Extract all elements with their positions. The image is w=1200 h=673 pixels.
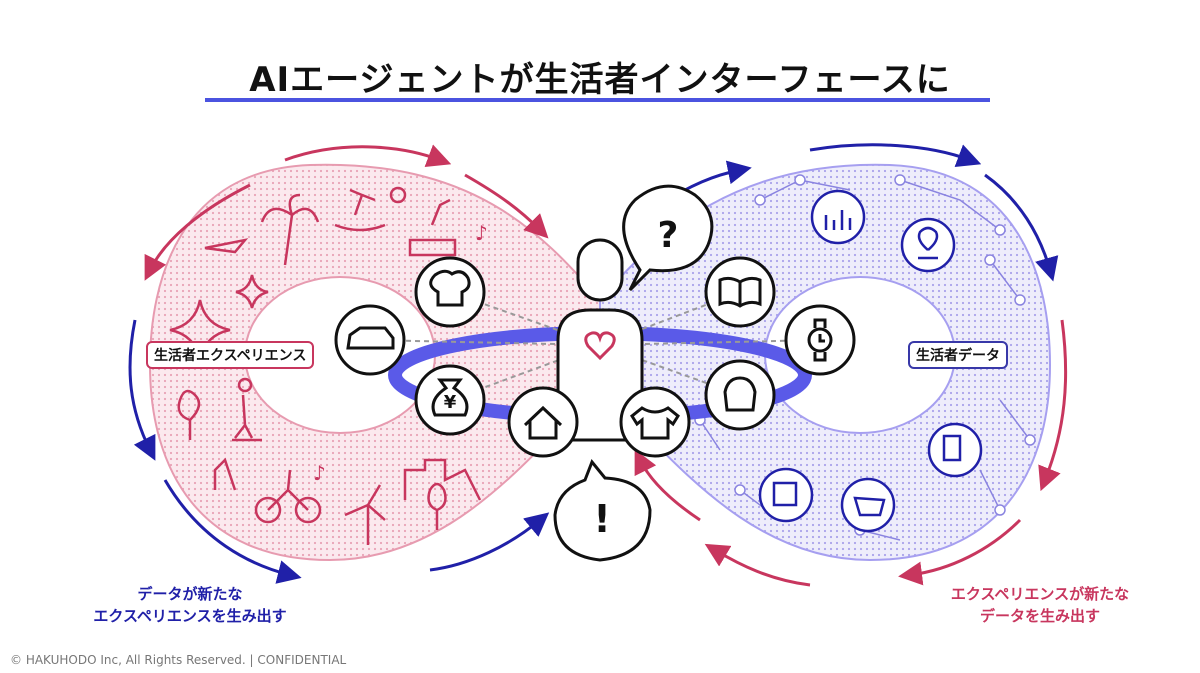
map-pin-icon: [900, 217, 956, 273]
t-shirt-icon: [619, 386, 691, 458]
tree-icon-2: [427, 482, 447, 530]
book-icon: [704, 256, 776, 328]
bag-icon: [704, 359, 776, 431]
interface-icons: [334, 256, 856, 458]
sun-icon: [389, 186, 407, 204]
left-caption: データが新たな エクスペリエンスを生み出す: [60, 583, 320, 627]
question-mark: ?: [658, 215, 679, 256]
left-caption-line-2: エクスペリエンスを生み出す: [93, 607, 287, 625]
right-caption-line-2: データを生み出す: [979, 607, 1100, 625]
right-caption-line-1: エクスペリエンスが新たな: [950, 585, 1130, 603]
music-note-icon-2: ♪: [313, 461, 326, 485]
copyright-footer: © HAKUHODO Inc, All Rights Reserved. | C…: [10, 653, 347, 667]
surfer-icon: [334, 188, 386, 232]
music-note-icon: ♪: [475, 221, 488, 245]
experience-label: 生活者エクスペリエンス: [146, 341, 315, 369]
data-label: 生活者データ: [908, 341, 1008, 369]
yen-symbol: ¥: [444, 392, 457, 413]
heart-icon: [584, 331, 616, 361]
dog-icon: [213, 457, 237, 491]
experience-doodles: ♪ ♪: [169, 186, 488, 545]
city-icon: [403, 458, 482, 501]
exclaim-bubble: [553, 459, 652, 562]
watch-icon: [784, 304, 856, 376]
shop-cart-icon: [927, 422, 983, 478]
tree-icon: [177, 389, 201, 440]
bicycle-icon: [254, 496, 282, 524]
walker-icon: [232, 394, 262, 442]
yen-bag-icon: [414, 364, 486, 436]
right-caption: エクスペリエンスが新たな データを生み出す: [880, 583, 1200, 627]
exclamation-mark: !: [593, 497, 610, 541]
walker-head-icon: [237, 377, 253, 393]
car-icon: [334, 304, 406, 376]
left-caption-line-1: データが新たな: [137, 585, 243, 603]
plane-icon: [204, 238, 249, 254]
cart-icon: [840, 477, 896, 533]
chart-icon: [810, 189, 866, 245]
page-title: AIエージェントが生活者インターフェースに: [249, 60, 951, 100]
dj-icon: [408, 198, 457, 257]
question-bubble: [622, 184, 714, 292]
circuit-lines-icon: [694, 174, 1036, 541]
palm-icon: [260, 193, 320, 266]
title-underline: [205, 98, 990, 102]
cycle-arrows: [128, 143, 1068, 587]
data-icons: [758, 189, 983, 533]
house-icon: [507, 386, 579, 458]
person-figure: [556, 238, 644, 442]
chef-hat-icon: [414, 256, 486, 328]
gallery-icon: [758, 467, 814, 523]
windmill-icon: [344, 484, 386, 545]
